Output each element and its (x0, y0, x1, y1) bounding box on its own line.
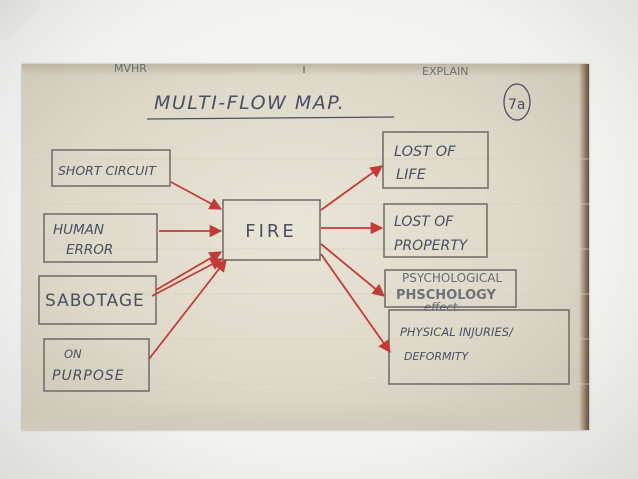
top-scribble-right: EXPLAIN (422, 65, 469, 78)
page-bottom-shadow (22, 402, 589, 430)
effect-label: PHYSICAL INJURIES/ (400, 325, 514, 339)
notebook-photo: MVHR EXPLAIN MULTI-FLOW MAP. 7a FIRE SHO… (22, 64, 589, 430)
cause-label: SABOTAGE (45, 291, 145, 311)
cause-box (51, 149, 171, 187)
arrow-onpurpose-to-fire (148, 259, 227, 360)
effect-label: PSYCHOLOGICAL (402, 271, 503, 285)
effect-arrows (320, 165, 391, 354)
page-number-circle (503, 83, 531, 121)
cause-label: SHORT CIRCUIT (58, 163, 157, 178)
multi-flow-map: MVHR EXPLAIN MULTI-FLOW MAP. 7a FIRE SHO… (22, 64, 589, 392)
cause-box (38, 275, 157, 325)
effect-label: effect (424, 300, 458, 314)
effect-box (388, 309, 570, 385)
effect-box (384, 269, 517, 308)
effect-node: LOST OF LIFE (382, 131, 489, 189)
arrow-fire-to-lostoflife (320, 165, 384, 211)
effect-node: PHYSICAL INJURIES/ DEFORMITY (388, 309, 570, 385)
cause-node: HUMAN ERROR (43, 213, 158, 263)
cause-arrows (148, 181, 227, 360)
effect-label: DEFORMITY (404, 350, 470, 363)
arrow-fire-to-psychological (320, 243, 385, 297)
effect-label: LOST OF (394, 144, 456, 160)
effect-node: LOST OF PROPERTY (383, 203, 488, 258)
cause-node: ON PURPOSE (43, 338, 150, 392)
cause-box (43, 213, 158, 263)
cause-label: PURPOSE (52, 368, 125, 384)
cause-label: HUMAN (53, 222, 104, 238)
center-label: FIRE (245, 221, 297, 242)
ruled-lines (22, 158, 589, 385)
top-scribble-left: MVHR (114, 64, 147, 75)
effect-scribble: PHSCHOLOGY (396, 288, 496, 303)
arrow-sabotage-to-fire-2 (151, 258, 224, 297)
effect-label: PROPERTY (394, 238, 469, 254)
effect-node: PSYCHOLOGICAL PHSCHOLOGY effect (384, 269, 517, 314)
arrow-sabotage-to-fire (155, 251, 223, 291)
title-underline (146, 116, 395, 120)
arrow-fire-to-physicalinjuries (320, 253, 391, 354)
page-top-shadow (22, 64, 589, 76)
effect-box (383, 203, 488, 258)
slide-corner-shade (0, 0, 40, 40)
center-box (222, 199, 321, 261)
arrow-shortcircuit-to-fire (170, 181, 223, 210)
diagram-title: MULTI-FLOW MAP. (154, 92, 345, 114)
photo-right-edge (579, 64, 589, 430)
effect-box (382, 131, 489, 189)
effect-label: LIFE (396, 167, 427, 183)
cause-node: SHORT CIRCUIT (51, 149, 171, 187)
effect-label: LOST OF (394, 214, 454, 230)
page-number: 7a (508, 97, 526, 113)
cause-node: SABOTAGE (38, 275, 157, 325)
cause-label: ON (64, 347, 82, 361)
cause-box (43, 338, 150, 392)
cause-label: ERROR (66, 242, 113, 258)
